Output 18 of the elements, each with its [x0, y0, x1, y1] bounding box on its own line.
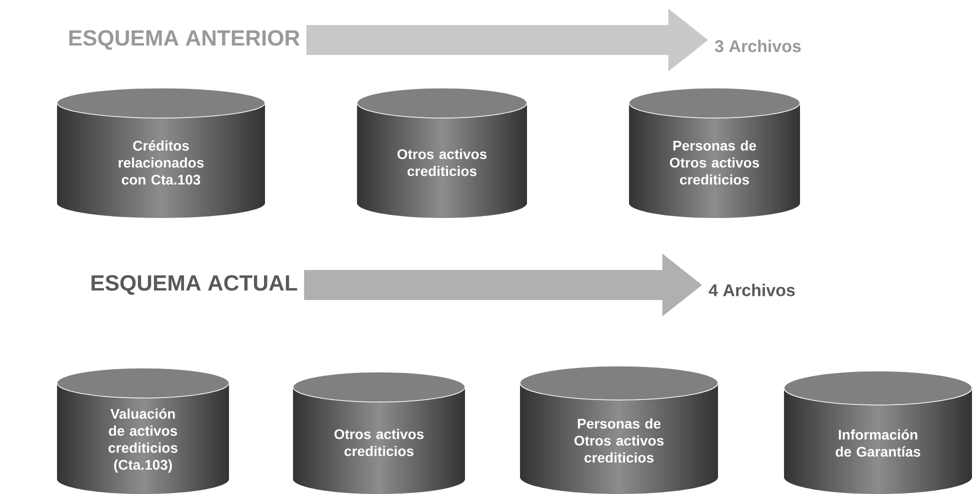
heading: ESQUEMA ANTERIOR: [69, 30, 300, 50]
cylinder: Créditos relacionados con Cta.103: [56, 88, 266, 185]
node-label: Personas de Otros activos crediticios: [670, 140, 760, 185]
heading: 4 Archivos: [708, 284, 795, 296]
node-label: Personas de Otros activos crediticios: [574, 418, 664, 463]
cylinder: Otros activos crediticios: [292, 372, 466, 456]
cylinder: Valuación de activos crediticios (Cta.103): [56, 368, 230, 473]
cylinder: Personas de Otros activos crediticios: [520, 366, 718, 463]
node-label: Otros activos crediticios: [397, 148, 487, 176]
node-label: Créditos relacionados con Cta.103: [118, 140, 204, 185]
node-label: Otros activos crediticios: [334, 428, 424, 456]
node-label: Valuación de activos crediticios (Cta.103): [108, 408, 178, 473]
node-label: Información de Garantías: [836, 429, 920, 457]
cylinder: Información de Garantías: [784, 370, 972, 457]
cylinder: Personas de Otros activos crediticios: [628, 88, 800, 185]
heading: 3 Archivos: [714, 40, 801, 52]
cylinder: Otros activos crediticios: [356, 88, 528, 176]
heading: ESQUEMA ACTUAL: [92, 275, 298, 295]
